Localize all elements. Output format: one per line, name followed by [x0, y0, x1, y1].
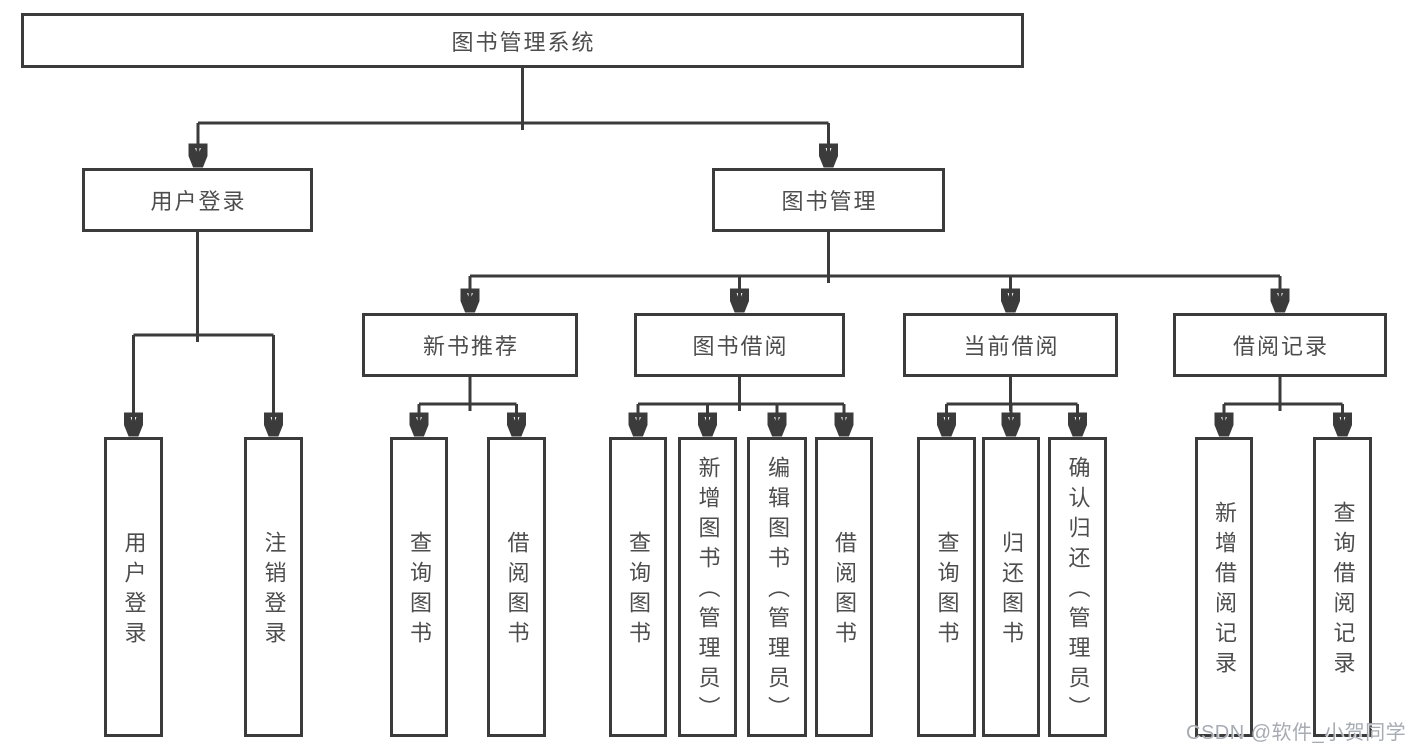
- connector-new-book-recommend-children: [419, 377, 517, 436]
- leaf-borrow-books-2-label: 借阅图书: [832, 531, 857, 651]
- watermark: CSDN @软件_小贺同学: [1186, 722, 1405, 744]
- connector-borrow-record-children: [1224, 377, 1343, 436]
- leaf-add-borrow-record: 新增借阅记录: [1195, 437, 1253, 737]
- leaf-query-books-2-label: 查询图书: [626, 531, 651, 651]
- connector-user-login-children: [134, 232, 274, 436]
- node-borrow-record: 借阅记录: [1173, 313, 1387, 377]
- leaf-borrow-books-1: 借阅图书: [487, 437, 546, 737]
- node-user-login: 用户登录: [82, 168, 313, 232]
- leaf-query-borrow-record-label: 查询借阅记录: [1330, 501, 1356, 681]
- leaf-query-books-1-label: 查询图书: [407, 531, 432, 651]
- leaf-return-books: 归还图书: [982, 437, 1040, 737]
- leaf-user-login: 用户登录: [104, 437, 163, 737]
- leaf-confirm-return-admin-label: 确认归还（管理员）: [1065, 456, 1091, 726]
- leaf-add-books-admin-label: 新增图书（管理员）: [695, 456, 721, 726]
- node-book-borrow: 图书借阅: [634, 313, 845, 377]
- leaf-query-books-3-label: 查询图书: [934, 531, 960, 651]
- node-new-book-recommend: 新书推荐: [362, 313, 578, 377]
- leaf-edit-books-admin-label: 编辑图书（管理员）: [765, 456, 790, 726]
- leaf-confirm-return-admin: 确认归还（管理员）: [1048, 437, 1107, 737]
- connector-book-management-children: [470, 232, 1280, 312]
- leaf-logout-label: 注销登录: [261, 531, 287, 651]
- node-book-management: 图书管理: [712, 168, 945, 232]
- leaf-add-borrow-record-label: 新增借阅记录: [1212, 501, 1237, 681]
- leaf-query-books-2: 查询图书: [609, 437, 667, 737]
- leaf-borrow-books-2: 借阅图书: [815, 437, 873, 737]
- leaf-user-login-label: 用户登录: [121, 531, 147, 651]
- leaf-query-books-1: 查询图书: [390, 437, 448, 737]
- connector-book-borrow-children: [638, 377, 844, 436]
- leaf-add-books-admin: 新增图书（管理员）: [678, 437, 737, 737]
- node-root: 图书管理系统: [21, 13, 1024, 68]
- leaf-query-borrow-record: 查询借阅记录: [1313, 437, 1372, 737]
- leaf-return-books-label: 归还图书: [999, 531, 1024, 651]
- leaf-borrow-books-1-label: 借阅图书: [504, 531, 530, 651]
- connector-current-borrow-children: [947, 377, 1078, 436]
- leaf-logout: 注销登录: [244, 437, 303, 737]
- node-current-borrow: 当前借阅: [903, 313, 1118, 377]
- leaf-query-books-3: 查询图书: [917, 437, 976, 737]
- connector-root-to-level2: [198, 68, 829, 167]
- leaf-edit-books-admin: 编辑图书（管理员）: [747, 437, 807, 737]
